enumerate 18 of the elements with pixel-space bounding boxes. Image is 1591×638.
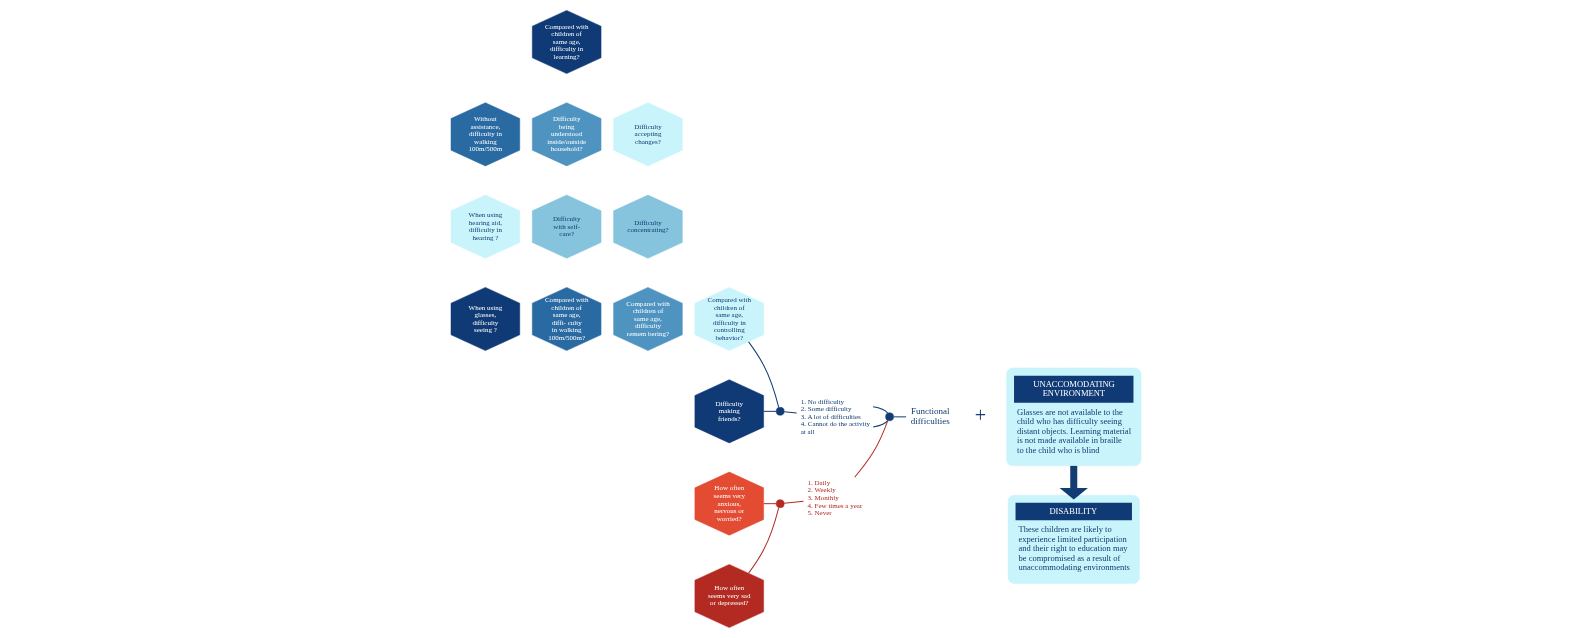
node-circle [775, 407, 784, 416]
connector [853, 420, 888, 478]
connector [762, 410, 777, 412]
connector [747, 507, 779, 574]
connector [783, 411, 797, 414]
node-text: Functional difficulties [910, 406, 950, 427]
arrow [1059, 465, 1088, 500]
connector [872, 420, 888, 428]
connector [783, 500, 804, 504]
node-circle [884, 412, 894, 422]
node-box: DISABILITY These children are likely to experience limited participation and their right to education may be compromised as a result of unaccommodating environments [1007, 494, 1140, 584]
node-box: UNACCOMODATING ENVIRONMENT Glasses are not available to the child who has difficulty seeing distant objects. Learning material is not made available in braille to the child who is blind [1005, 367, 1141, 467]
connector [892, 416, 907, 418]
connector [762, 503, 777, 505]
node-circle [775, 499, 784, 508]
connector [747, 341, 779, 408]
label: + [974, 403, 986, 426]
connector [872, 406, 888, 414]
